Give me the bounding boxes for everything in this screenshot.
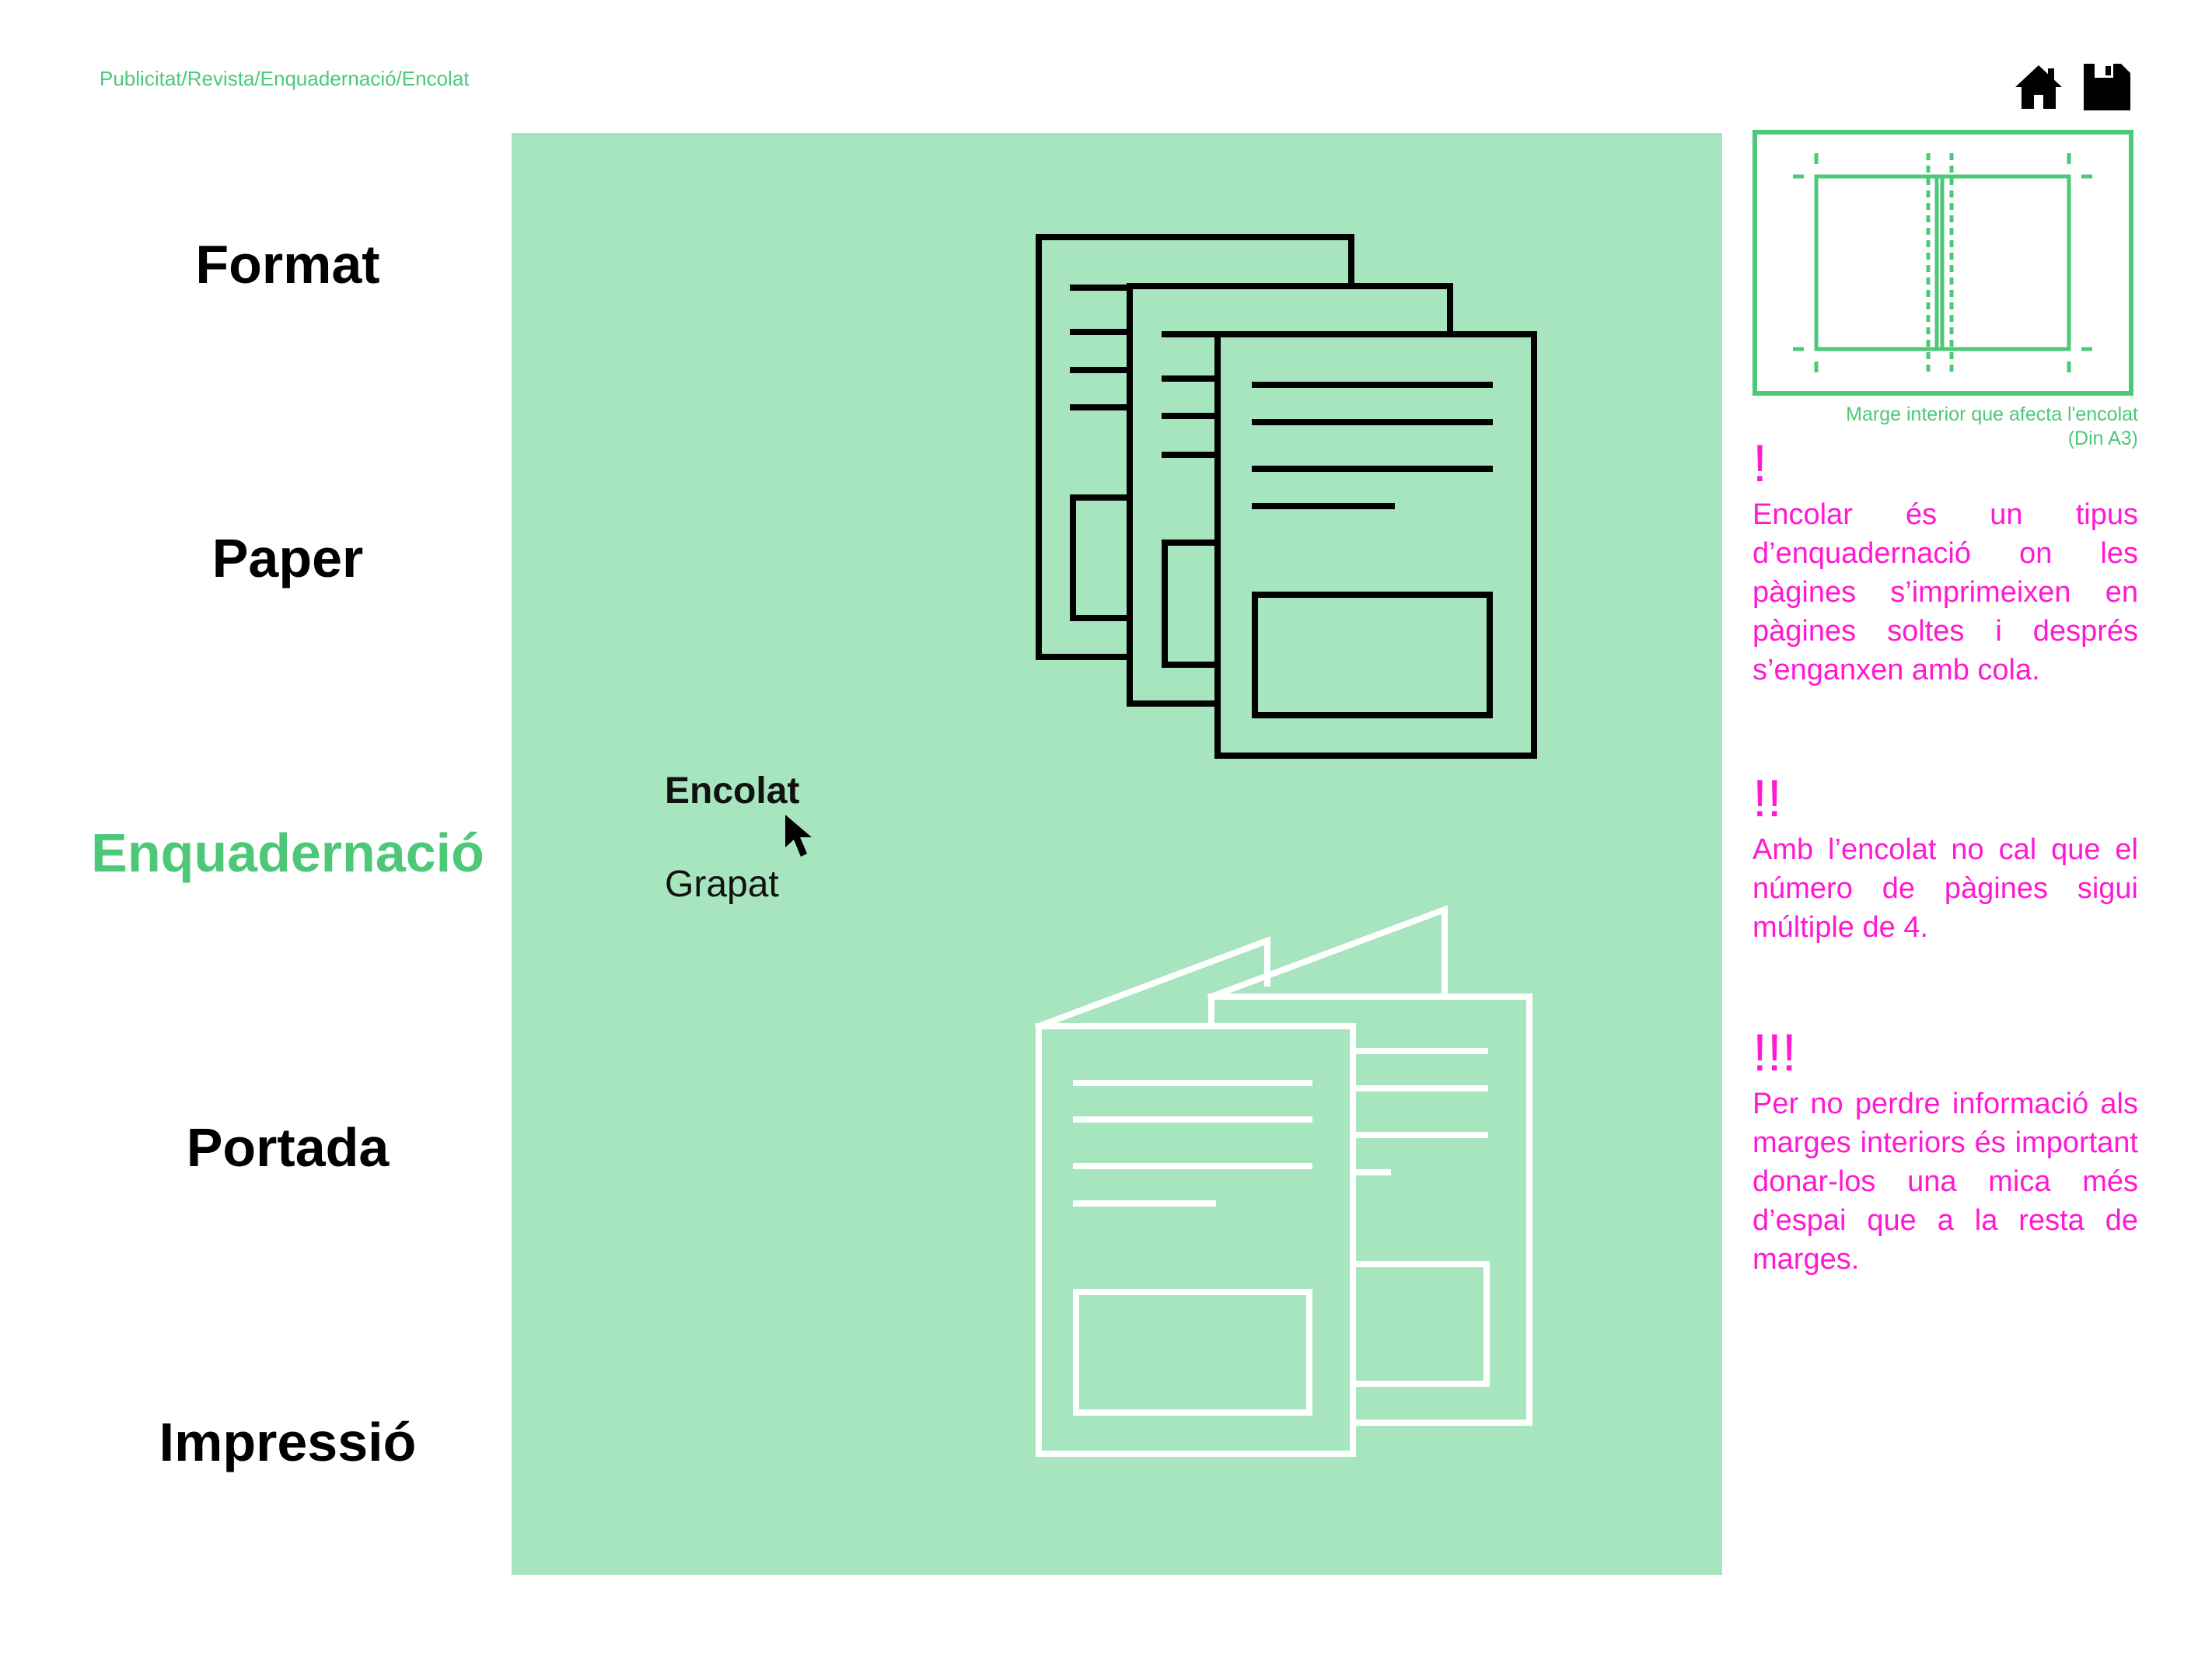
diagram-caption-line2: (Din A3)	[2067, 428, 2138, 449]
spread-margin-diagram	[1793, 153, 2092, 372]
nav-item-paper[interactable]: Paper	[211, 528, 364, 589]
option-encolat[interactable]: Encolat	[665, 770, 800, 812]
toolbar	[2014, 62, 2138, 112]
diagram-caption: Marge interior que afecta l'encolat (Din…	[1752, 403, 2138, 451]
diagram-caption-line1: Marge interior que afecta l'encolat	[1846, 403, 2138, 425]
home-icon[interactable]	[2014, 62, 2063, 112]
tip-text-3: Per no perdre informació als marges inte…	[1752, 1088, 2138, 1276]
glued-pages-illustration	[1036, 234, 1537, 759]
nav-item-format[interactable]: Format	[195, 234, 380, 295]
tip-mark-2: !!	[1752, 769, 1782, 828]
option-grapat[interactable]: Grapat	[665, 864, 779, 905]
tip-text-2: Amb l’encolat no cal que el número de pà…	[1752, 833, 2138, 944]
tip-text-1: Encolar és un tipus d’enquadernació on l…	[1752, 498, 2138, 686]
nav-item-portada[interactable]: Portada	[186, 1117, 390, 1178]
floppy-disk-icon[interactable]	[2082, 62, 2132, 112]
mouse-cursor-icon	[785, 815, 812, 857]
nav-item-impressio[interactable]: Impressió	[159, 1412, 417, 1472]
nav-item-enquadernacio[interactable]: Enquadernació	[91, 823, 484, 883]
binding-panel	[512, 133, 1722, 1575]
tip-mark-1: !	[1752, 434, 1767, 493]
stapled-pages-illustration	[1034, 905, 1532, 1457]
tip-mark-3: !!!	[1752, 1023, 1797, 1082]
breadcrumb: Publicitat/Revista/Enquadernació/Encolat	[100, 67, 470, 90]
margin-diagram	[1752, 130, 2133, 396]
